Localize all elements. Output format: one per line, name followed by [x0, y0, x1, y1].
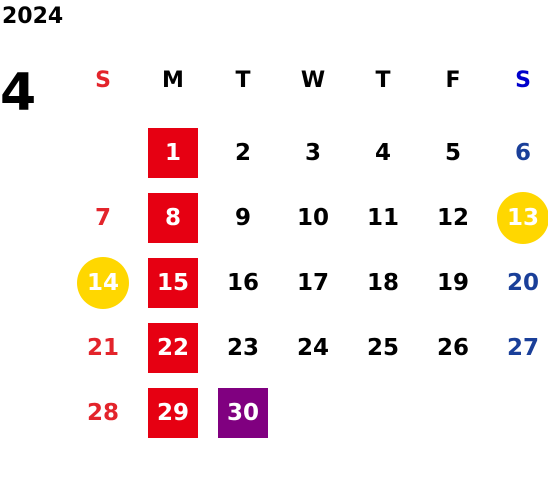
calendar-day-number: 28 — [86, 399, 119, 426]
calendar-day-number: 8 — [148, 192, 198, 243]
calendar-day-cell[interactable]: 11 — [348, 185, 418, 250]
calendar-day-number: 11 — [366, 204, 399, 231]
calendar-day-cell[interactable]: 28 — [68, 380, 138, 445]
calendar-day-number: 4 — [374, 139, 391, 166]
calendar-day-cell[interactable]: 20 — [488, 250, 548, 315]
calendar-day-cell[interactable]: 2 — [208, 120, 278, 185]
calendar-day-number: 12 — [436, 204, 469, 231]
calendar-day-number: 19 — [436, 269, 469, 296]
weekday-label: S — [95, 68, 111, 93]
calendar-day-cell[interactable]: 4 — [348, 120, 418, 185]
calendar-day-cell[interactable]: 17 — [278, 250, 348, 315]
calendar-day-cell[interactable]: 22 — [138, 315, 208, 380]
calendar-day-cell[interactable]: 5 — [418, 120, 488, 185]
calendar-day-cell[interactable]: 14 — [68, 250, 138, 315]
weekday-label: T — [235, 68, 251, 93]
weekday-label: W — [300, 68, 326, 93]
calendar-day-cell[interactable]: 23 — [208, 315, 278, 380]
calendar-day-number: 26 — [436, 334, 469, 361]
calendar-day-number: 23 — [226, 334, 259, 361]
calendar-day-number: 21 — [86, 334, 119, 361]
calendar-day-cell[interactable]: 16 — [208, 250, 278, 315]
calendar-day-cell[interactable]: 24 — [278, 315, 348, 380]
calendar-day-cell[interactable]: 10 — [278, 185, 348, 250]
calendar-day-number: 3 — [304, 139, 321, 166]
calendar-day-cell[interactable]: 27 — [488, 315, 548, 380]
calendar-day-number: 7 — [94, 204, 111, 231]
calendar-day-number: 10 — [296, 204, 329, 231]
calendar-day-number: 6 — [514, 139, 531, 166]
calendar-day-cell[interactable]: 6 — [488, 120, 548, 185]
weekday-label: S — [515, 68, 531, 93]
weekday-label: T — [375, 68, 391, 93]
calendar-day-cell[interactable]: 3 — [278, 120, 348, 185]
calendar-day-cell[interactable]: 1 — [138, 120, 208, 185]
weekday-label: M — [162, 68, 184, 93]
calendar-day-number: 16 — [226, 269, 259, 296]
calendar-day-cell[interactable]: 7 — [68, 185, 138, 250]
calendar-day-cell[interactable]: 9 — [208, 185, 278, 250]
weekday-label: F — [445, 68, 461, 93]
calendar-month: 4 — [0, 63, 37, 123]
calendar-year: 2024 — [2, 4, 64, 29]
calendar-day-cell[interactable]: 26 — [418, 315, 488, 380]
calendar-day-number: 2 — [234, 139, 251, 166]
calendar-day-cell[interactable]: 13 — [488, 185, 548, 250]
calendar-day-number: 5 — [444, 139, 461, 166]
calendar-day-number: 24 — [296, 334, 329, 361]
calendar-day-number: 9 — [234, 204, 251, 231]
calendar-day-number: 30 — [218, 387, 268, 438]
calendar-day-number: 15 — [148, 257, 198, 308]
calendar-day-number: 22 — [148, 322, 198, 373]
calendar-day-number: 1 — [148, 127, 198, 178]
calendar-day-cell[interactable]: 21 — [68, 315, 138, 380]
calendar-day-cell[interactable]: 19 — [418, 250, 488, 315]
calendar-day-number: 20 — [506, 269, 539, 296]
calendar-day-number: 25 — [366, 334, 399, 361]
calendar-day-number: 17 — [296, 269, 329, 296]
calendar-day-number: 29 — [148, 387, 198, 438]
calendar-day-number: 27 — [506, 334, 539, 361]
calendar-day-cell[interactable]: 29 — [138, 380, 208, 445]
calendar-day-cell[interactable]: 15 — [138, 250, 208, 315]
calendar-day-number: 13 — [497, 191, 548, 244]
calendar-day-number: 14 — [77, 256, 129, 309]
calendar-day-cell[interactable]: 30 — [208, 380, 278, 445]
calendar-day-cell[interactable]: 25 — [348, 315, 418, 380]
calendar-day-cell[interactable]: 8 — [138, 185, 208, 250]
calendar-day-number: 18 — [366, 269, 399, 296]
calendar-day-cell[interactable]: 12 — [418, 185, 488, 250]
calendar-day-cell[interactable]: 18 — [348, 250, 418, 315]
